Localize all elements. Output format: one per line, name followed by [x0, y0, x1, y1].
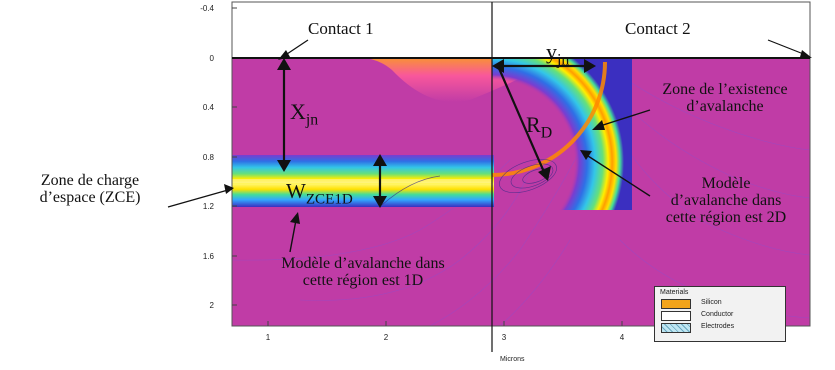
- legend-label-conductor: Conductor: [701, 311, 734, 318]
- rd-label: RD: [526, 113, 552, 142]
- x-tick-label: 4: [620, 333, 625, 342]
- dimension-arrows: [167, 39, 812, 253]
- contact-1-label: Contact 1: [308, 19, 374, 38]
- wzce-sub: ZCE1D: [305, 191, 353, 208]
- rd-main: R: [526, 112, 541, 137]
- junction-curved-2d: [492, 58, 632, 210]
- rd-arrow: [496, 65, 546, 173]
- yjn-main: y: [546, 39, 557, 64]
- zone-avalanche-line-2: d’avalanche: [686, 97, 764, 115]
- contact1-arrow: [283, 39, 309, 57]
- model2d-pointer: [587, 155, 651, 197]
- yjn-label: yjn: [546, 40, 569, 69]
- legend-label-electrodes: Electrodes: [701, 323, 735, 330]
- modele-2d-line-2: d’avalanche dans: [670, 191, 782, 209]
- avalanche-zone-pointer: [599, 109, 651, 127]
- xjn-sub: jn: [305, 111, 319, 129]
- x-tick-label: 1: [266, 333, 271, 342]
- modele-1d-line-1: Modèle d’avalanche dans: [281, 255, 445, 272]
- y-tick-label: 1.2: [203, 202, 215, 211]
- zone-charge-line-1: Zone de charge: [40, 172, 140, 189]
- modele-2d-label: Modèle d’avalanche dans cette région est…: [626, 175, 826, 226]
- legend-swatch-conductor: [661, 311, 691, 321]
- contact1-arrowhead: [278, 50, 290, 60]
- x-tick-label: 3: [502, 333, 507, 342]
- modele-2d-line-1: Modèle: [701, 175, 751, 192]
- x-axis-label: Microns: [500, 356, 525, 363]
- rd-sub: D: [540, 124, 553, 142]
- contact2-arrowhead: [800, 50, 812, 58]
- yjn-sub: jn: [557, 51, 570, 69]
- modele-2d-line-3: cette région est 2D: [665, 208, 787, 226]
- y-tick-label: 0.8: [203, 153, 215, 162]
- field-peak-contours: [381, 158, 557, 206]
- zce-pointer: [167, 189, 229, 208]
- y-tick-label: 2: [210, 301, 215, 310]
- plot-frame: [231, 1, 811, 327]
- y-tick-label: 0.4: [203, 103, 215, 112]
- zone-charge-line-2: d’espace (ZCE): [39, 188, 141, 206]
- y-tick-label: 0: [210, 54, 215, 63]
- legend-title: Materials: [660, 289, 689, 296]
- x-tick-label: 2: [384, 333, 389, 342]
- xjn-label: Xjn: [290, 100, 318, 129]
- wzce-main: W: [286, 179, 306, 203]
- wzce-label: WZCE1D: [286, 180, 353, 208]
- materials-legend: Materials Silicon Conductor Electrodes: [654, 286, 786, 342]
- contact2-arrow: [767, 39, 807, 56]
- y-axis: -0.4 0 0.4 0.8 1.2 1.6 2: [200, 4, 237, 310]
- zone-avalanche-label: Zone de l’existence d’avalanche: [640, 81, 810, 116]
- model1d-pointer: [289, 219, 297, 253]
- y-tick-label: -0.4: [200, 4, 214, 13]
- y-tick-label: 1.6: [203, 252, 215, 261]
- contact-2-label: Contact 2: [625, 19, 691, 38]
- avalanche-core: [491, 61, 607, 177]
- legend-swatch-electrodes: [661, 323, 691, 333]
- contact-region: [232, 2, 810, 58]
- modele-1d-line-2: cette région est 1D: [302, 271, 424, 289]
- legend-label-silicon: Silicon: [701, 299, 722, 306]
- zone-charge-label: Zone de charge d’espace (ZCE): [10, 172, 170, 207]
- zone-avalanche-line-1: Zone de l’existence: [662, 81, 788, 98]
- modele-1d-label: Modèle d’avalanche dans cette région est…: [232, 255, 494, 290]
- xjn-main: X: [290, 99, 306, 124]
- legend-swatch-silicon: [661, 299, 691, 309]
